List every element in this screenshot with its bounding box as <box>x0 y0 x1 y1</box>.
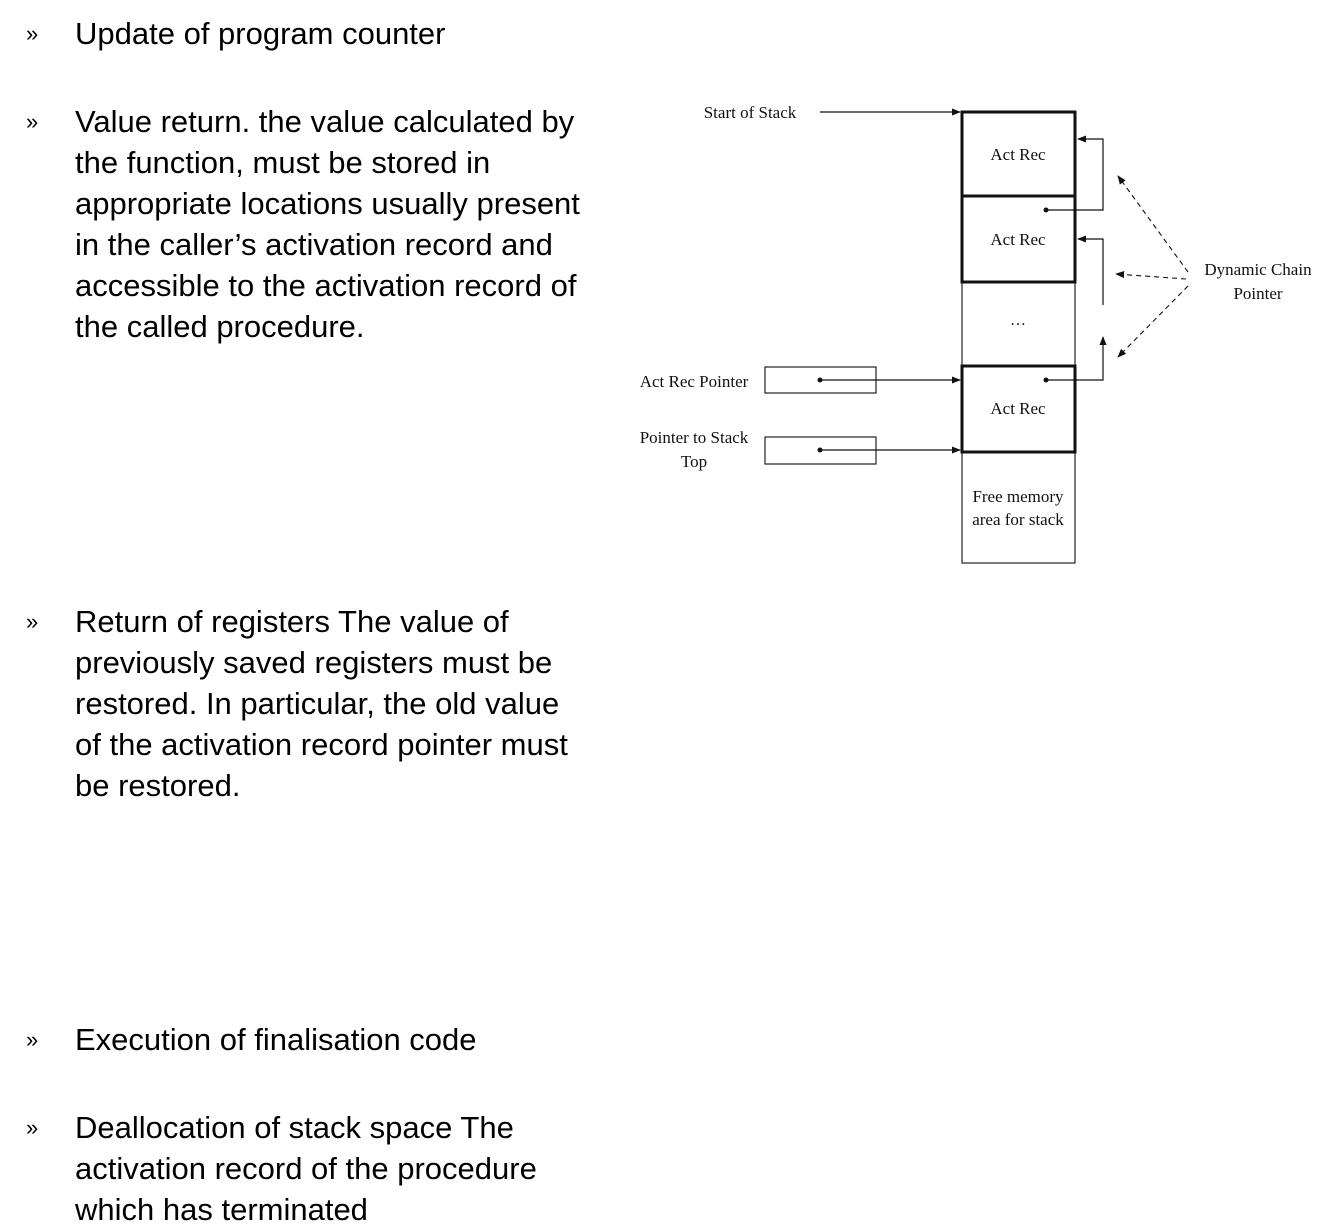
bullet-text-line: the called procedure. <box>75 309 365 344</box>
act-rec-pointer-label: Act Rec Pointer <box>640 372 749 391</box>
bullet-text-line: which has terminated <box>75 1192 368 1227</box>
bullet-text-line: in the caller’s activation record and <box>75 227 553 262</box>
dynamic-link-arrow <box>1046 135 1104 211</box>
stack-ellipsis: … <box>1010 312 1026 329</box>
bullet-marker: » <box>26 609 39 634</box>
dynamic-link-arrow <box>1046 336 1107 381</box>
bullet-text-line: Return of registers The value of <box>75 604 509 639</box>
bullet-marker: » <box>26 109 39 134</box>
activation-record-label: Act Rec <box>990 145 1046 164</box>
dynamic-chain-dashed-arrow <box>1115 270 1187 280</box>
bullet-text-line: activation record of the procedure <box>75 1151 537 1186</box>
bullet-marker: » <box>26 1115 39 1140</box>
stack-top-pointer-label: Top <box>681 452 707 471</box>
bullet-text-line: Deallocation of stack space The <box>75 1110 514 1145</box>
bullet-text-line: be restored. <box>75 768 241 803</box>
bullet-item: » Deallocation of stack space The activa… <box>0 1107 640 1230</box>
activation-record-2 <box>960 194 1077 284</box>
bullet-marker: » <box>26 1027 39 1052</box>
bullet-text-line: Update of program counter <box>75 16 446 51</box>
free-memory-label: area for stack <box>972 510 1064 529</box>
dynamic-chain-label: Dynamic Chain <box>1204 260 1312 279</box>
free-memory-label: Free memory <box>972 487 1064 506</box>
dynamic-link-arrow <box>1077 235 1104 305</box>
bullet-text-line: Execution of finalisation code <box>75 1022 477 1057</box>
dynamic-chain-label: Pointer <box>1233 284 1282 303</box>
activation-stack-diagram: Act Rec Act Rec … Act Rec Free memory ar… <box>640 103 1312 564</box>
stack-top-pointer-label: Pointer to Stack <box>640 428 749 447</box>
bullet-text-line: of the activation record pointer must <box>75 727 568 762</box>
bullet-item: » Update of program counter <box>0 13 640 54</box>
bullet-text-line: previously saved registers must be <box>75 645 553 680</box>
bullet-text-line: Value return. the value calculated by <box>75 104 575 139</box>
activation-record-label: Act Rec <box>990 230 1046 249</box>
activation-record-3 <box>960 364 1077 454</box>
bullet-text-line: the function, must be stored in <box>75 145 491 180</box>
bullet-marker: » <box>26 21 39 46</box>
bullet-item: » Value return. the value calculated by … <box>0 101 640 347</box>
bullet-text-line: accessible to the activation record of <box>75 268 577 303</box>
bullet-text-line: appropriate locations usually present <box>75 186 580 221</box>
bullet-item: » Execution of finalisation code <box>0 1019 640 1060</box>
dynamic-chain-dashed-arrow <box>1117 175 1189 273</box>
dynamic-chain-dashed-arrow <box>1117 285 1189 358</box>
activation-record-label: Act Rec <box>990 399 1046 418</box>
start-of-stack-label: Start of Stack <box>704 103 797 122</box>
